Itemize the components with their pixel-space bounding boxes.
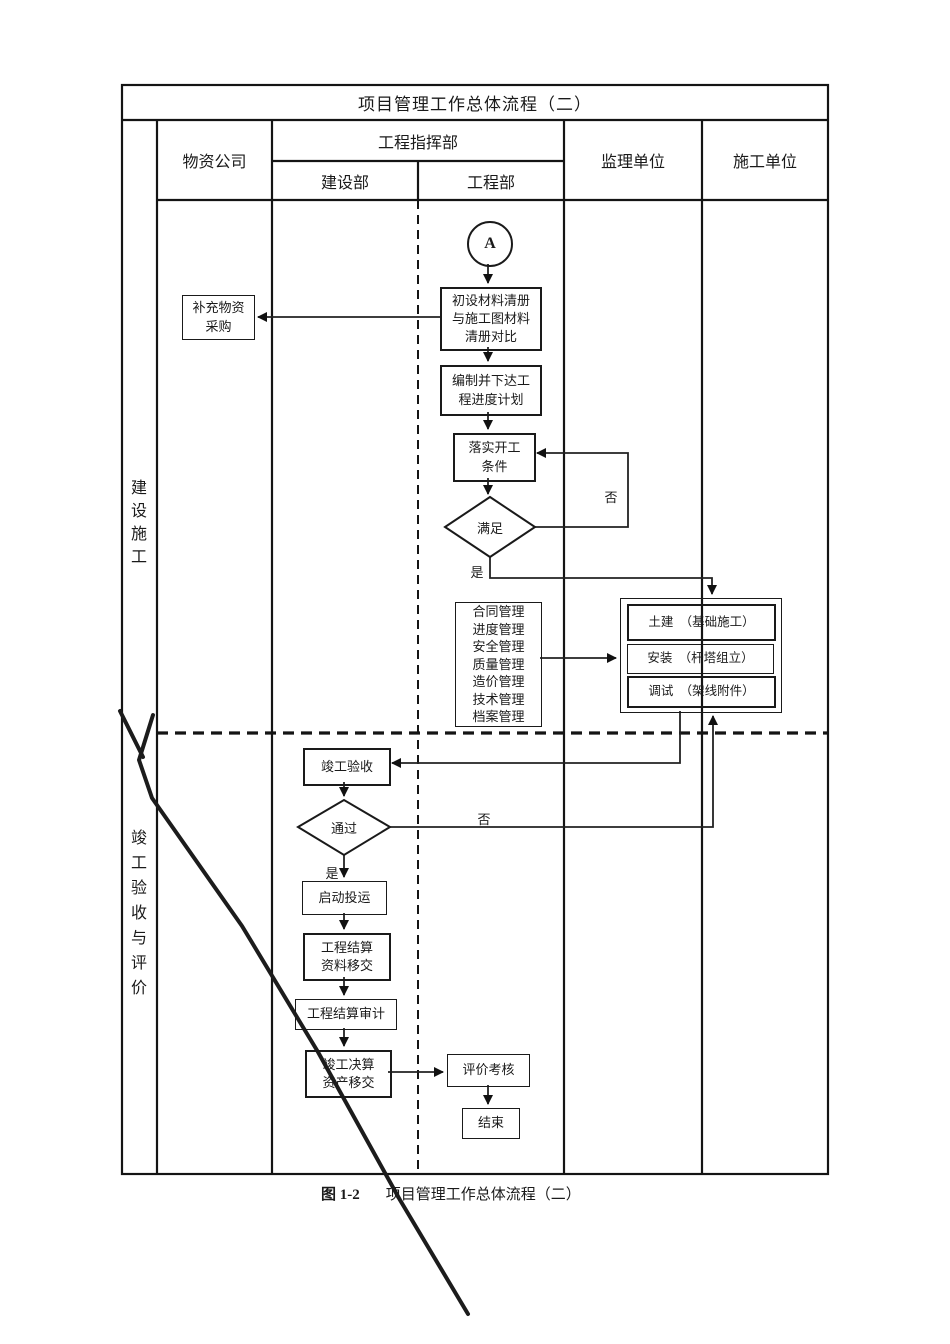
label-satisfied-yes: 是 <box>470 564 484 580</box>
node-schedule-plan: 编制并下达工 程进度计划 <box>440 365 542 416</box>
swimlane-grid <box>120 83 830 1176</box>
column-header-materials: 物资公司 <box>182 154 247 171</box>
page-title: 项目管理工作总体流程（二） <box>358 95 592 114</box>
row-label-acceptance-evaluation: 竣工验收与评价 <box>130 830 147 997</box>
node-management-list: 合同管理 进度管理 安全管理 质量管理 造价管理 技术管理 档案管理 <box>455 602 542 727</box>
column-header-engineering-dept: 工程部 <box>466 174 515 192</box>
node-startup-operation: 启动投运 <box>302 881 387 915</box>
node-connector-a: A <box>467 221 513 267</box>
pen-stroke-long <box>137 713 470 1316</box>
node-supplement-procurement: 补充物资 采购 <box>182 295 255 340</box>
label-pass-no: 否 <box>477 811 491 827</box>
decision-shapes <box>296 495 537 857</box>
edge-satisfied-no-loop <box>535 448 629 528</box>
figure-caption-text: 项目管理工作总体流程（二） <box>385 1187 581 1203</box>
node-settlement-docs-transfer: 工程结算 资料移交 <box>303 933 391 981</box>
column-header-command: 工程指挥部 <box>377 134 458 152</box>
figure-caption: 图 1-2 项目管理工作总体流程（二） <box>321 1183 581 1204</box>
pen-stroke-artifact <box>118 709 470 1316</box>
node-works-container <box>620 598 782 713</box>
satisfied-diamond <box>443 495 537 559</box>
node-start-conditions: 落实开工 条件 <box>453 433 536 482</box>
pass-diamond <box>296 798 392 857</box>
label-pass-yes: 是 <box>325 865 339 881</box>
node-final-accounts-transfer: 竣工决算 资产移交 <box>305 1050 392 1098</box>
node-civil-works: 土建 （基础施工） <box>627 604 776 641</box>
column-header-supervision: 监理单位 <box>600 154 665 171</box>
edge-satisfied-yes-to-works <box>489 557 717 595</box>
node-pass-label: 通过 <box>330 820 357 836</box>
label-satisfied-no: 否 <box>604 489 618 505</box>
node-completion-acceptance: 竣工验收 <box>303 748 391 786</box>
node-end: 结束 <box>462 1108 520 1139</box>
node-satisfied-label: 满足 <box>476 520 503 536</box>
figure-number: 图 1-2 <box>321 1187 360 1203</box>
table-outer-border <box>120 83 830 1176</box>
edge-pass-no-loop <box>390 715 718 828</box>
node-material-list-compare: 初设材料清册 与施工图材料 清册对比 <box>440 287 542 351</box>
edge-works-to-acceptance <box>391 711 681 768</box>
node-commissioning: 调试 （架线附件） <box>627 676 776 708</box>
node-installation: 安装 （杆塔组立） <box>627 644 774 674</box>
column-header-contractor: 施工单位 <box>732 154 797 171</box>
connectors <box>257 264 718 1105</box>
node-evaluation-assessment: 评价考核 <box>447 1054 530 1087</box>
pen-stroke-short <box>118 709 145 759</box>
node-settlement-audit: 工程结算审计 <box>295 999 397 1030</box>
column-header-construction-dept: 建设部 <box>320 174 369 192</box>
row-label-construction: 建设施工 <box>130 480 147 566</box>
